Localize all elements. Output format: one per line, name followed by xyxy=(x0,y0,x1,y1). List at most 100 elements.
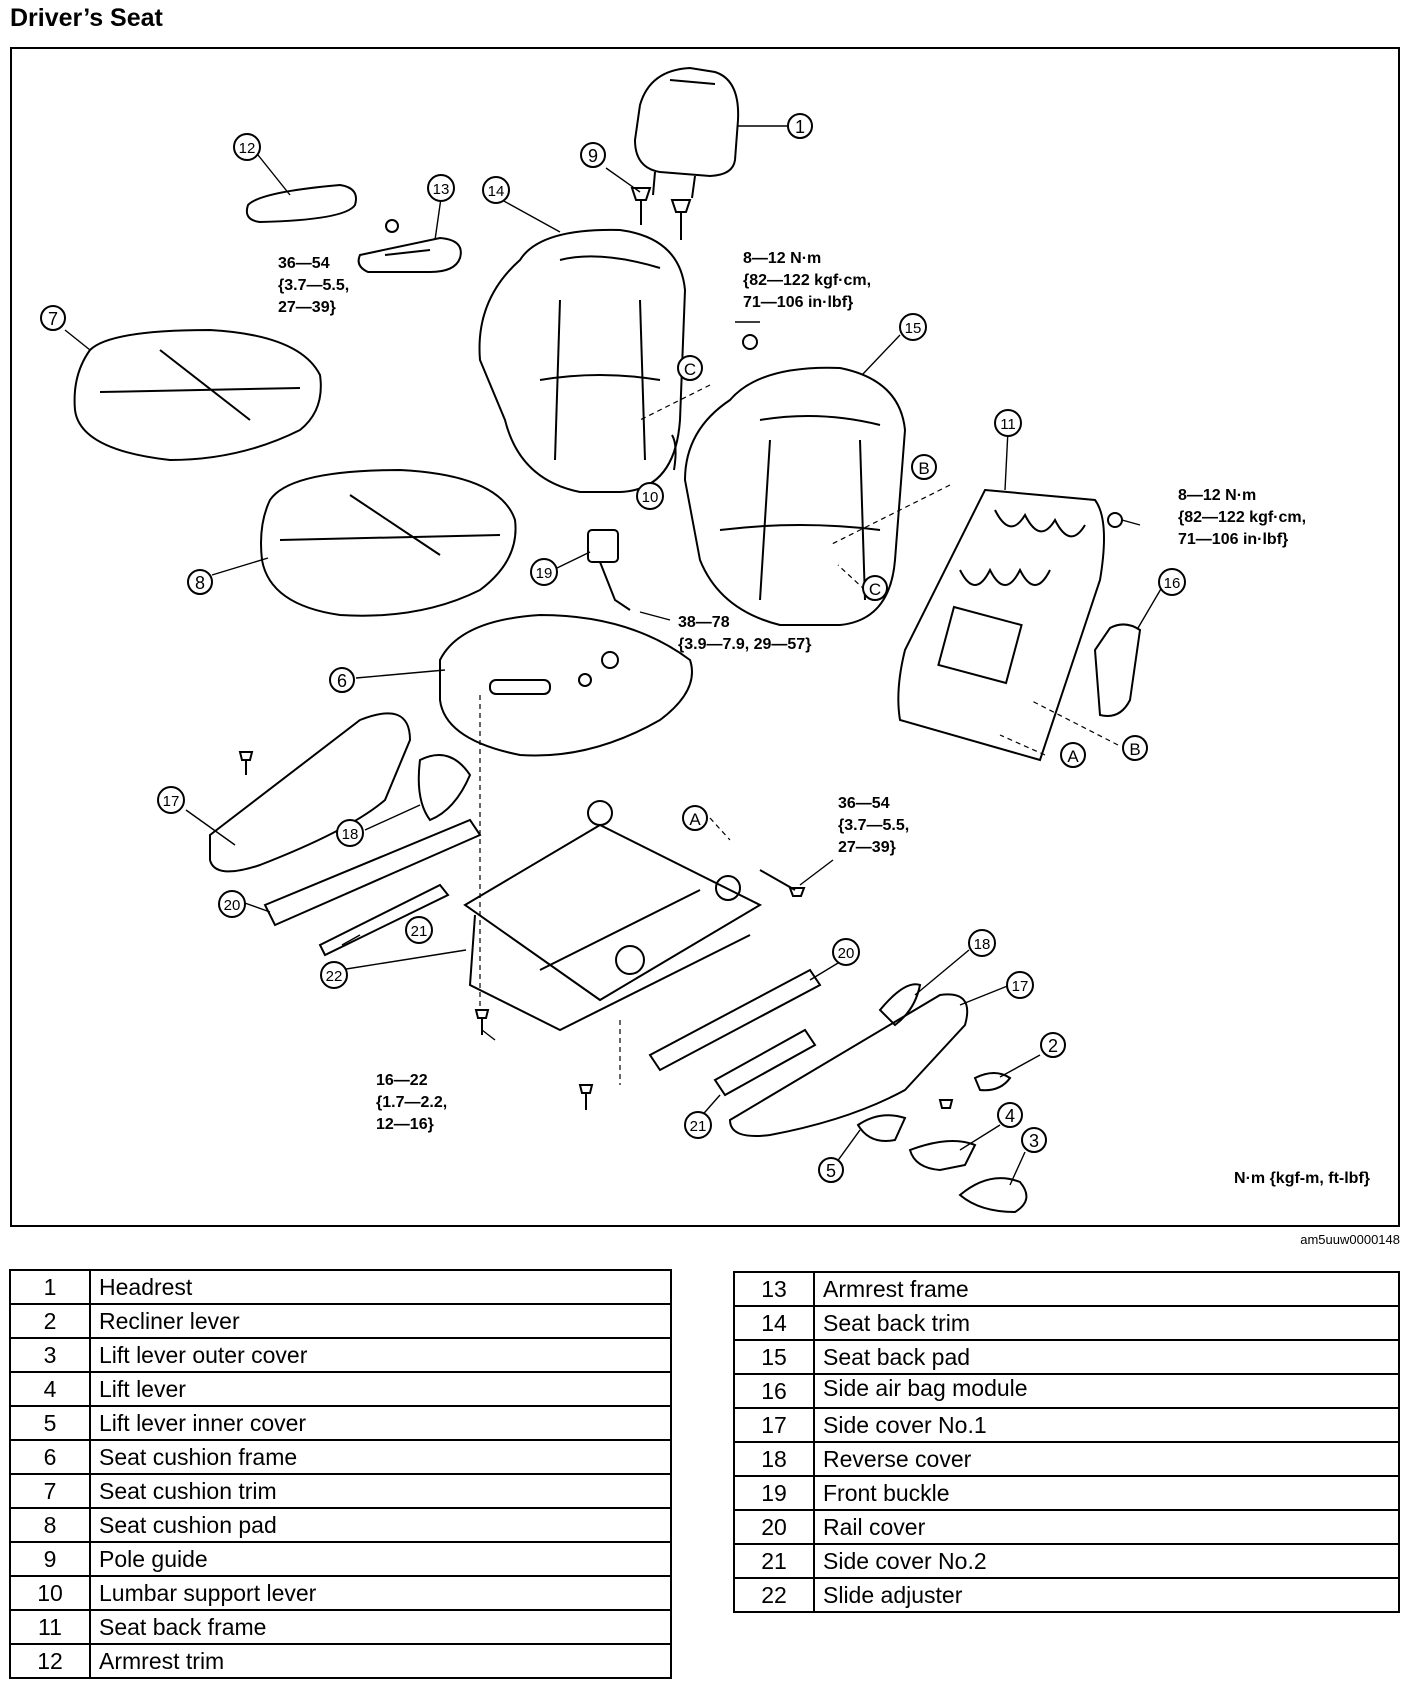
seat-cushion-trim-part xyxy=(73,328,322,462)
svg-text:16: 16 xyxy=(1164,575,1181,592)
part-number: 7 xyxy=(9,1473,91,1509)
svg-text:21: 21 xyxy=(690,1118,707,1135)
part-name: Rail cover xyxy=(813,1509,1400,1545)
svg-text:10: 10 xyxy=(642,489,659,506)
reference-dashed-lines xyxy=(479,384,1119,1085)
part-name: Recliner lever xyxy=(89,1303,672,1339)
part-number: 20 xyxy=(733,1509,815,1545)
svg-text:2: 2 xyxy=(1048,1036,1058,1056)
part-name: Pole guide xyxy=(89,1541,672,1577)
part-name: Lumbar support lever xyxy=(89,1575,672,1611)
part-number: 9 xyxy=(9,1541,91,1577)
svg-text:8—12 N·m: 8—12 N·m xyxy=(1178,487,1256,504)
callout-21-right: 21 xyxy=(684,1111,712,1139)
svg-text:12—16}: 12—16} xyxy=(376,1116,434,1133)
callout-3: 3 xyxy=(1021,1127,1047,1153)
part-number: 22 xyxy=(733,1577,815,1613)
svg-text:17: 17 xyxy=(1012,978,1029,995)
svg-text:{3.7—5.5,: {3.7—5.5, xyxy=(278,277,349,294)
callout-17-right: 17 xyxy=(1006,971,1034,999)
part-name: Lift lever xyxy=(89,1371,672,1407)
svg-text:C: C xyxy=(869,580,881,599)
seat-back-pad-part xyxy=(683,366,907,626)
part-number: 1 xyxy=(9,1269,91,1305)
callout-20-right: 20 xyxy=(832,938,860,966)
svg-text:20: 20 xyxy=(838,945,855,962)
part-name: Side air bag module xyxy=(813,1373,1400,1409)
part-number: 11 xyxy=(9,1609,91,1645)
svg-text:C: C xyxy=(684,360,696,379)
reverse-cover-right-part xyxy=(878,983,922,1027)
part-name: Side cover No.2 xyxy=(813,1543,1400,1579)
svg-text:17: 17 xyxy=(163,793,180,810)
callout-17-left: 17 xyxy=(157,786,185,814)
svg-text:5: 5 xyxy=(826,1161,836,1181)
part-name: Armrest frame xyxy=(813,1271,1400,1307)
part-name: Seat cushion pad xyxy=(89,1507,672,1543)
armrest-trim-part xyxy=(245,183,357,224)
lift-lever-part xyxy=(908,1140,977,1172)
svg-text:38—78: 38—78 xyxy=(678,614,730,631)
seat-cushion-pad-part xyxy=(260,468,517,617)
svg-text:21: 21 xyxy=(411,923,428,940)
ref-marker-B-pad: B xyxy=(911,454,937,480)
torque-spec-3: 8—12 N·m {82—122 kgf·cm, 71—106 in·lbf} xyxy=(1178,487,1306,548)
lift-lever-inner-cover-part xyxy=(856,1114,907,1142)
side-cover-no2-left-part xyxy=(318,883,450,957)
svg-text:71—106 in·lbf}: 71—106 in·lbf} xyxy=(743,294,853,311)
svg-text:15: 15 xyxy=(905,320,922,337)
seat-back-frame-part xyxy=(897,488,1105,762)
part-name: Side cover No.1 xyxy=(813,1407,1400,1443)
callout-5: 5 xyxy=(818,1157,844,1183)
torque-spec-5: 36—54 {3.7—5.5, 27—39} xyxy=(838,795,909,856)
svg-text:19: 19 xyxy=(536,565,553,582)
svg-text:1: 1 xyxy=(795,117,805,137)
callout-12: 12 xyxy=(233,133,261,161)
svg-text:B: B xyxy=(918,459,929,478)
svg-text:14: 14 xyxy=(488,183,505,200)
part-number: 6 xyxy=(9,1439,91,1475)
callout-21-left: 21 xyxy=(405,916,433,944)
side-cover-no2-right-part xyxy=(713,1028,817,1097)
image-reference-code: am5uuw0000148 xyxy=(1300,1232,1400,1247)
svg-text:{82—122 kgf·cm,: {82—122 kgf·cm, xyxy=(1178,509,1306,526)
side-airbag-module-part xyxy=(1093,623,1142,717)
callout-8: 8 xyxy=(187,569,213,595)
recliner-lever-part xyxy=(973,1072,1012,1092)
torque-spec-2: 8—12 N·m {82—122 kgf·cm, 71—106 in·lbf} xyxy=(743,250,871,311)
svg-text:{3.7—5.5,: {3.7—5.5, xyxy=(838,817,909,834)
part-number: 19 xyxy=(733,1475,815,1511)
headrest-part xyxy=(633,66,740,199)
svg-text:20: 20 xyxy=(224,897,241,914)
exploded-diagram-frame xyxy=(10,47,1400,1227)
svg-text:{1.7—2.2,: {1.7—2.2, xyxy=(376,1094,447,1111)
torque-spec-4: 38—78 {3.9—7.9, 29—57} xyxy=(678,614,811,653)
svg-text:27—39}: 27—39} xyxy=(278,299,336,316)
part-number: 10 xyxy=(9,1575,91,1611)
side-cover-no1-right-part xyxy=(728,993,969,1137)
ref-marker-C-trim: C xyxy=(677,355,703,381)
callout-19: 19 xyxy=(530,558,558,586)
svg-text:11: 11 xyxy=(1000,416,1016,433)
callout-15: 15 xyxy=(899,313,927,341)
front-buckle-part xyxy=(587,529,631,611)
rail-cover-right-part xyxy=(648,968,822,1072)
